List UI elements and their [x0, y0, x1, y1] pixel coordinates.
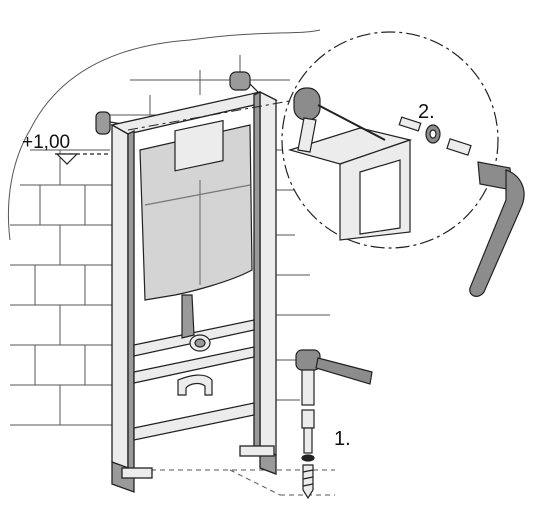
step-one-label: 1.: [334, 428, 351, 450]
drain-bracket: [177, 374, 213, 396]
detail-wall-anchor: [293, 87, 386, 153]
socket-wrench: [295, 349, 373, 406]
detail-wrench: [469, 161, 525, 297]
flush-pipe: [181, 294, 211, 352]
mounting-frame: [110, 90, 278, 493]
height-marker: +1,00: [22, 132, 110, 165]
step-two-label: 2.: [418, 101, 435, 123]
height-mark-label: +1,00: [22, 132, 70, 153]
detail-bolt-set: [398, 116, 472, 156]
cistern-tank: [139, 119, 253, 301]
floor-anchor-bolt: [301, 409, 315, 500]
